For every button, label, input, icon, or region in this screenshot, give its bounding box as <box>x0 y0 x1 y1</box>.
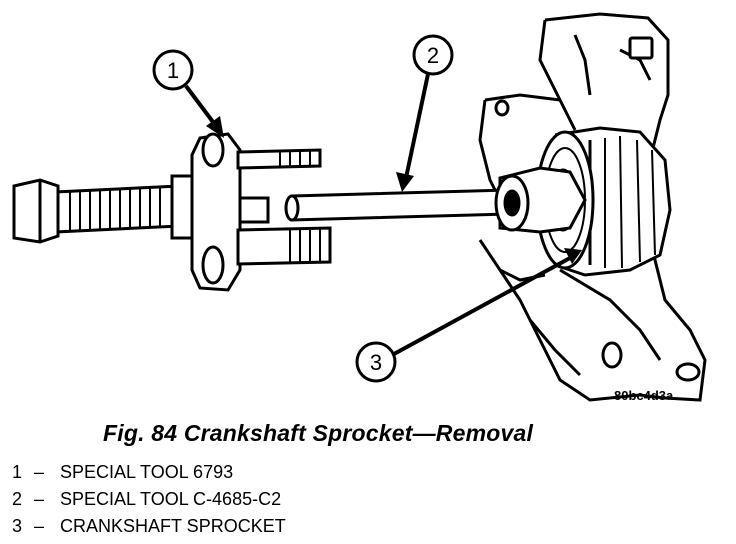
special-tool-c4685c2 <box>284 166 587 234</box>
legend-number: 3 <box>12 516 23 536</box>
legend-number: 1 <box>12 462 23 482</box>
legend-text: CRANKSHAFT SPROCKET <box>60 516 286 536</box>
image-code: 80bc4d3a <box>614 388 674 403</box>
crankshaft-sprocket <box>535 126 672 277</box>
callout-3-label: 3 <box>370 350 382 375</box>
legend-item-3: 3–CRANKSHAFT SPROCKET <box>12 513 286 540</box>
legend-number: 2 <box>12 489 23 509</box>
legend-separator: – <box>34 516 45 536</box>
legend-separator: – <box>34 462 45 482</box>
callout-2-label: 2 <box>427 43 439 68</box>
legend-item-1: 1–SPECIAL TOOL 6793 <box>12 459 286 486</box>
legend-text: SPECIAL TOOL 6793 <box>60 462 234 482</box>
legend-text: SPECIAL TOOL C-4685-C2 <box>60 489 282 509</box>
engine-bolt <box>494 36 701 382</box>
legend-item-2: 2–SPECIAL TOOL C-4685-C2 <box>12 486 286 513</box>
legend: 1–SPECIAL TOOL 6793 2–SPECIAL TOOL C-468… <box>12 459 286 540</box>
special-tool-6793 <box>12 132 332 292</box>
legend-separator: – <box>34 489 45 509</box>
callout-1-label: 1 <box>167 58 179 83</box>
figure-caption: Fig. 84 Crankshaft Sprocket—Removal <box>103 420 534 446</box>
callout-1: 1 <box>152 49 224 138</box>
callout-2: 2 <box>396 34 454 192</box>
callout-3: 3 <box>355 248 582 383</box>
